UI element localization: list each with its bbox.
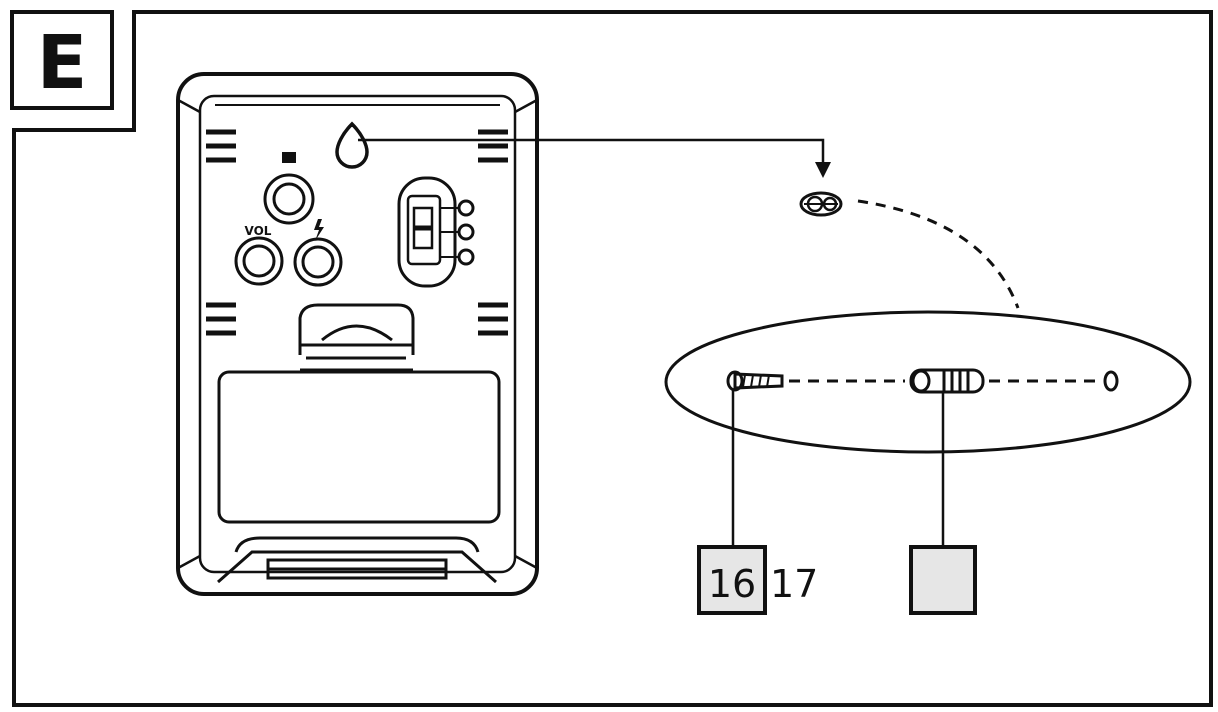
grip-slots-right-top <box>478 129 508 163</box>
section-label-box: E <box>10 10 114 110</box>
detail-ellipse <box>664 310 1192 454</box>
wall-hole-icon <box>1103 370 1119 392</box>
vol-label: VOL <box>245 224 272 238</box>
light-button <box>293 219 343 287</box>
outer-frame <box>12 10 1213 707</box>
callout-number-dowel: 17 <box>770 562 818 606</box>
mounted-screw <box>799 191 843 217</box>
screw-icon <box>726 370 784 392</box>
dowel-icon <box>909 368 985 394</box>
stand-hinge <box>298 303 415 372</box>
callout-number-screw: 16 <box>708 562 756 606</box>
keyhole-icon <box>335 121 369 169</box>
bottom-foot <box>217 536 497 584</box>
keyhole-connector <box>358 138 831 178</box>
light-icon <box>314 219 324 241</box>
alarm-icon <box>282 152 296 163</box>
grip-slots-right-bottom <box>478 302 508 336</box>
detail-leader <box>857 199 1020 309</box>
grip-slots-left-top <box>206 129 236 163</box>
device-back: VOL <box>176 72 539 596</box>
callout-box-screw: 16 <box>697 545 767 615</box>
section-label: E <box>37 20 88 106</box>
grip-slots-left-bottom <box>206 302 236 336</box>
slide-switch <box>397 176 475 288</box>
callout-box-second <box>909 545 977 615</box>
switch-position-icons <box>440 199 475 266</box>
arrow-down-icon <box>815 162 831 178</box>
alarm-button <box>263 152 315 225</box>
battery-compartment <box>217 370 501 524</box>
volume-button: VOL <box>234 224 284 286</box>
